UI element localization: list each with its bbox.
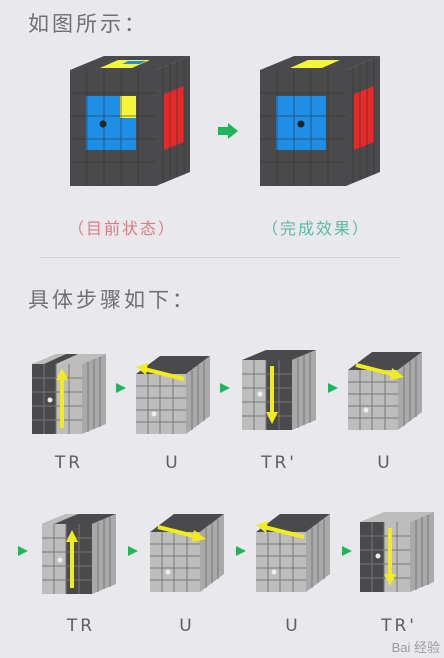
step-3-cube	[242, 350, 316, 430]
step-arrow-icon	[116, 383, 126, 393]
caption-done-state: （完成效果）	[262, 219, 371, 238]
step-arrow-icon	[328, 383, 338, 393]
step-label-3: TR'	[261, 453, 297, 473]
step-7-cube	[256, 514, 330, 592]
caption-current-state: （目前状态）	[68, 219, 177, 238]
steps-heading: 具体步骤如下：	[28, 288, 196, 312]
divider	[40, 257, 400, 258]
step-6-cube	[150, 514, 224, 592]
step-arrow-icon	[220, 383, 230, 393]
step-arrow-icon	[128, 546, 138, 556]
step-label-7: U	[285, 616, 301, 636]
intro-heading: 如图所示：	[28, 12, 148, 36]
step-label-4: U	[377, 453, 393, 473]
step-label-6: U	[179, 616, 195, 636]
step-label-2: U	[165, 453, 181, 473]
step-2-cube	[136, 356, 210, 434]
step-arrow-icon	[18, 546, 28, 556]
step-5-cube	[42, 514, 116, 594]
step-8-cube	[360, 512, 434, 592]
step-4-cube	[348, 352, 422, 430]
step-label-1: TR	[54, 453, 84, 473]
arrow-right-icon	[218, 123, 238, 139]
step-1-cube	[32, 354, 106, 434]
step-label-8: TR'	[381, 616, 417, 636]
cube-done-state	[260, 56, 380, 186]
cube-current-state	[70, 56, 190, 186]
step-arrow-icon	[236, 546, 246, 556]
step-arrow-icon	[342, 546, 352, 556]
step-label-5: TR	[66, 616, 96, 636]
watermark: Bai 经验	[391, 640, 440, 655]
